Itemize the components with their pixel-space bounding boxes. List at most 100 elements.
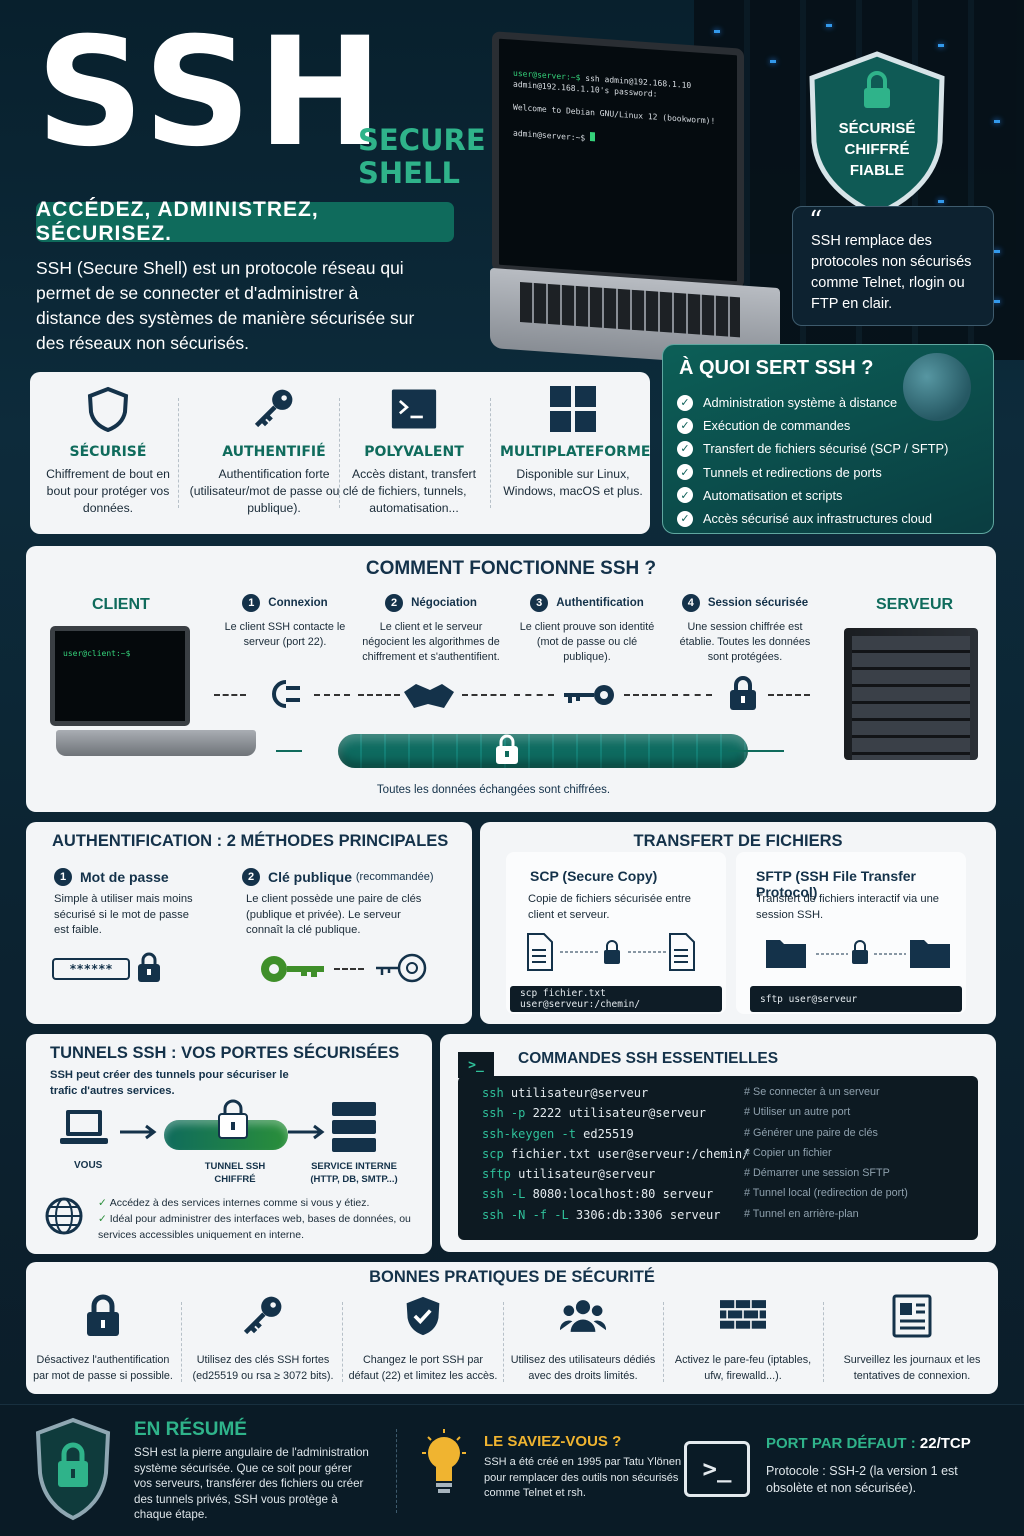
globe-icon <box>903 353 971 421</box>
sftp-title: SFTP (SSH File Transfer Protocol) <box>756 868 917 900</box>
fact-title: LE SAVIEZ-VOUS ? <box>484 1433 622 1450</box>
password-field: ****** <box>52 958 130 980</box>
terminal-icon: >_ <box>458 1052 494 1078</box>
key-outline-icon <box>376 953 427 983</box>
laptop-terminal: user@server:~$ ssh admin@192.168.1.10 ad… <box>492 31 744 289</box>
arrow-right-icon <box>288 1124 325 1140</box>
page-title: SSH <box>36 6 389 180</box>
step-text: Le client prouve son identité (mot de pa… <box>519 621 655 663</box>
plug-icon <box>272 680 300 708</box>
scp-title: SCP (Secure Copy) <box>530 868 658 884</box>
feature-title: POLYVALENT <box>364 444 464 460</box>
shield-label-reliable: FIABLE <box>849 162 905 179</box>
command-args: fichier.txt user@serveur:/chemin/ <box>503 1146 750 1161</box>
step-title: Connexion <box>268 597 328 609</box>
scp-command: scp fichier.txt user@serveur:/chemin/ <box>510 986 722 1012</box>
list-item: ✓Automatisation et scripts <box>677 484 948 507</box>
use-cases-panel: À QUOI SERT SSH ? ✓Administration systèm… <box>662 344 994 534</box>
use-cases-title: À QUOI SERT SSH ? <box>679 357 874 379</box>
command-name: scp <box>482 1146 504 1161</box>
terminal-icon: >_ <box>684 1441 750 1497</box>
command-args: utilisateur@serveur <box>510 1167 656 1182</box>
list-item: ✓Exécution de commandes <box>677 414 948 437</box>
client-label: CLIENT <box>92 596 150 613</box>
port-text: Protocole : SSH-2 (la version 1 est obso… <box>766 1464 958 1495</box>
command-comment: # Copier un fichier <box>744 1146 832 1159</box>
section-title: COMMANDES SSH ESSENTIELLES <box>518 1050 779 1067</box>
practice-text: Surveillez les journaux et les tentative… <box>843 1354 981 1382</box>
client-prompt: user@client:~$ <box>63 649 131 658</box>
list-item: ✓Administration système à distance <box>677 391 948 414</box>
terminal-line: Welcome to Debian GNU/Linux 12 (bookworm… <box>513 102 716 126</box>
shield-icon <box>85 386 131 432</box>
client-laptop-base <box>56 730 256 756</box>
section-title: COMMENT FONCTIONNE SSH ? <box>365 558 657 579</box>
default-port: PORT PAR DÉFAUT : 22/TCP <box>766 1435 971 1452</box>
encrypted-tunnel <box>338 734 748 768</box>
intro-text: SSH (Secure Shell) est un protocole rése… <box>36 258 415 353</box>
command-args: utilisateur@serveur <box>503 1086 649 1100</box>
method-title: Mot de passe <box>80 869 169 885</box>
scp-panel: SCP (Secure Copy) Copie de fichiers sécu… <box>506 852 726 1014</box>
sftp-text: Transfert de fichiers interactif via une… <box>756 893 940 921</box>
method-text: Simple à utiliser mais moins sécurisé si… <box>54 893 193 936</box>
how-it-works-card: COMMENT FONCTIONNE SSH ? CLIENT SERVEUR … <box>26 546 996 812</box>
tunnels-benefit: ✓ Idéal pour administrer des interfaces … <box>98 1212 418 1243</box>
tunnels-intro: SSH peut créer des tunnels pour sécurise… <box>50 1069 289 1097</box>
command-name: ssh -L <box>482 1187 526 1202</box>
arrow-icon <box>276 750 302 752</box>
benefit-text: Idéal pour administrer des interfaces we… <box>98 1213 411 1241</box>
list-item-label: Accès sécurisé aux infrastructures cloud <box>703 511 933 527</box>
quote-box: “ SSH remplace des protocoles non sécuri… <box>792 206 994 326</box>
check-icon: ✓ <box>677 510 693 527</box>
practice-text: Désactivez l'authentification par mot de… <box>33 1354 173 1382</box>
shield-lock-icon <box>35 1417 111 1521</box>
check-icon: ✓ <box>677 464 693 481</box>
commands-terminal: ssh utilisateur@serveur# Se connecter à … <box>458 1076 978 1240</box>
feature-text: Disponible sur Linux, Windows, macOS et … <box>503 467 643 498</box>
tunnel-label: TUNNEL SSH CHIFFRÉ <box>204 1161 266 1185</box>
list-item: ✓ Accès sécurisé aux infrastructures clou… <box>677 507 948 530</box>
list-item-label: Tunnels et redirections de ports <box>703 464 882 480</box>
tunnels-benefit: ✓ Accédez à des services internes comme … <box>98 1196 418 1212</box>
step-number: 1 <box>242 594 261 612</box>
feature-title: AUTHENTIFIÉ <box>222 444 326 460</box>
feature-title: SÉCURISÉ <box>69 444 147 460</box>
practice-text: Utilisez des utilisateurs dédiés avec de… <box>510 1354 656 1382</box>
command-row: sftp utilisateur@serveur# Démarrer une s… <box>458 1167 978 1187</box>
step-title: Négociation <box>411 597 477 609</box>
step-text: Le client et le serveur négocient les al… <box>362 621 500 663</box>
arrow-icon <box>768 694 810 696</box>
practice-text: Utilisez des clés SSH fortes (ed25519 ou… <box>192 1354 334 1382</box>
practice-item: Utilisez des utilisateurs dédiés avec de… <box>508 1292 658 1392</box>
feature-multiplatform: MULTIPLATEFORME Disponible sur Linux, Wi… <box>500 372 651 534</box>
command-row: ssh -N -f -L 3306:db:3306 serveur# Tunne… <box>458 1208 978 1228</box>
laptop-icon <box>60 1110 108 1144</box>
arrow-icon <box>358 694 400 696</box>
command-comment: # Utiliser un autre port <box>744 1106 851 1119</box>
lightbulb-icon <box>422 1429 466 1493</box>
arrow-icon <box>314 694 350 696</box>
file-transfer-diagram <box>527 933 695 971</box>
globe-icon <box>45 1197 83 1235</box>
key-icon <box>240 1292 286 1340</box>
encryption-caption: Toutes les données échangées sont chiffr… <box>376 784 611 796</box>
lock-icon <box>496 734 518 764</box>
arrow-icon <box>514 694 554 696</box>
command-args: 8080:localhost:80 serveur <box>525 1187 714 1202</box>
feature-title: MULTIPLATEFORME <box>500 444 651 460</box>
commands-card: >_ COMMANDES SSH ESSENTIELLES ssh utilis… <box>440 1034 996 1252</box>
sftp-panel: SFTP (SSH File Transfer Protocol) Transf… <box>736 852 966 1014</box>
lock-icon <box>80 1292 126 1340</box>
quote-text: SSH remplace des protocoles non sécurisé… <box>811 233 972 312</box>
step-number: 2 <box>242 868 260 886</box>
step-text: Le client SSH contacte le serveur (port … <box>224 621 346 648</box>
shield-label-encrypted: CHIFFRÉ <box>844 141 910 158</box>
users-icon <box>560 1292 606 1340</box>
arrow-icon <box>728 750 784 752</box>
practice-item: Activez le pare-feu (iptables, ufw, fire… <box>668 1292 818 1392</box>
feature-text: Chiffrement de bout en bout pour protége… <box>46 467 170 515</box>
